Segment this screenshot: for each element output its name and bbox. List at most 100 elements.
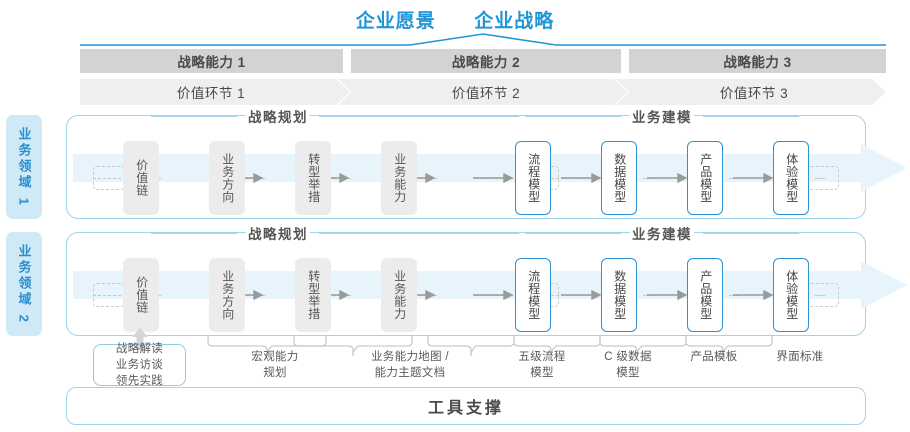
node-business-capability[interactable]: 业务能力 xyxy=(381,141,417,215)
section-line-left xyxy=(525,115,621,117)
footnote-product-template: 产品模板 xyxy=(664,350,764,366)
node-experience-model-label: 体验模型 xyxy=(784,270,799,320)
node-business-capability-label: 业务能力 xyxy=(392,270,407,320)
sidebar-tab-domain-1[interactable]: 业务领域 1 xyxy=(6,115,42,219)
flow-ghost-box-start xyxy=(93,283,125,307)
section-line-left xyxy=(525,232,621,234)
node-transformation-initiative-label: 转型举措 xyxy=(306,153,321,203)
footnote-brackets xyxy=(207,336,773,357)
section-line-left xyxy=(151,232,237,234)
node-business-capability[interactable]: 业务能力 xyxy=(381,258,417,332)
footnote-ui-standard: 界面标准 xyxy=(750,350,850,366)
node-business-direction[interactable]: 业务方向 xyxy=(209,141,245,215)
footnote-capability-map-doc: 业务能力地图 /能力主题文档 xyxy=(340,350,480,381)
flow-dashed-line-8 xyxy=(815,295,825,296)
node-data-model[interactable]: 数据模型 xyxy=(601,141,637,215)
capability-bar-1[interactable]: 战略能力 1 xyxy=(80,49,343,73)
footnote-five-level-process-model: 五级流程模型 xyxy=(492,350,592,381)
node-value-chain[interactable]: 价值链 xyxy=(123,141,159,215)
sidebar-tab-domain-1-label: 业务领域 1 xyxy=(16,126,32,208)
node-data-model-label: 数据模型 xyxy=(612,153,627,203)
footnote-product-template-label: 产品模板 xyxy=(690,351,738,363)
value-chain-band: 价值环节 1 价值环节 2 价值环节 3 xyxy=(80,79,886,105)
node-experience-model[interactable]: 体验模型 xyxy=(773,141,809,215)
top-titles: 企业愿景 企业战略 xyxy=(0,6,910,33)
node-process-model-label: 流程模型 xyxy=(526,270,541,320)
enterprise-strategy-title: 企业战略 xyxy=(474,11,555,32)
node-data-model-label: 数据模型 xyxy=(612,270,627,320)
node-process-model[interactable]: 流程模型 xyxy=(515,258,551,332)
value-chain-up-arrow xyxy=(132,328,148,350)
flow-arrow-4 xyxy=(473,173,513,183)
node-process-model-label: 流程模型 xyxy=(526,153,541,203)
section-modeling-label: 业务建模 xyxy=(630,106,694,126)
footnote-capability-map-doc-label: 业务能力地图 /能力主题文档 xyxy=(371,351,449,379)
capability-bar-2[interactable]: 战略能力 2 xyxy=(351,49,621,73)
node-business-direction-label: 业务方向 xyxy=(220,153,235,203)
footnote-box-strategy-inputs[interactable]: 战略解读业务访谈领先实践 xyxy=(93,342,186,388)
value-chain-background xyxy=(80,79,886,105)
capability-bar-3-label: 战略能力 3 xyxy=(723,55,792,70)
node-product-model[interactable]: 产品模型 xyxy=(687,141,723,215)
node-process-model[interactable]: 流程模型 xyxy=(515,141,551,215)
flow-ghost-box-end xyxy=(807,283,839,307)
node-value-chain-label: 价值链 xyxy=(134,159,149,197)
node-product-model[interactable]: 产品模型 xyxy=(687,258,723,332)
enterprise-vision-title: 企业愿景 xyxy=(355,11,436,32)
node-experience-model[interactable]: 体验模型 xyxy=(773,258,809,332)
node-transformation-initiative-label: 转型举措 xyxy=(306,270,321,320)
footnote-box-strategy-inputs-label: 战略解读业务访谈领先实践 xyxy=(115,342,164,388)
section-planning-label: 战略规划 xyxy=(246,223,310,243)
flow-ghost-box-start xyxy=(93,166,125,190)
footnote-macro-capability-planning-label: 宏观能力规划 xyxy=(251,351,299,379)
section-line-right xyxy=(319,115,519,117)
flow-arrow-5 xyxy=(561,173,601,183)
value-chain-segment-2[interactable]: 价值环节 2 xyxy=(352,79,620,105)
strategic-capability-bars: 战略能力 1 战略能力 2 战略能力 3 xyxy=(80,49,886,73)
section-line-right xyxy=(319,232,519,234)
value-chain-segment-1-label: 价值环节 1 xyxy=(176,86,246,101)
footnote-c-level-data-model: C 级数据模型 xyxy=(578,350,678,381)
node-experience-model-label: 体验模型 xyxy=(784,153,799,203)
sidebar-tab-domain-2-label: 业务领域 2 xyxy=(16,243,32,325)
domain-row-2: 战略规划 业务建模 价值链 业务方向 转型举措 xyxy=(66,223,866,336)
node-value-chain-label: 价值链 xyxy=(134,276,149,314)
section-line-right xyxy=(703,115,799,117)
flow-dashed-line-8 xyxy=(815,178,825,179)
flow-ghost-box-end xyxy=(807,166,839,190)
node-value-chain[interactable]: 价值链 xyxy=(123,258,159,332)
node-business-direction-label: 业务方向 xyxy=(220,270,235,320)
footnote-five-level-process-model-label: 五级流程模型 xyxy=(518,351,566,379)
node-business-direction[interactable]: 业务方向 xyxy=(209,258,245,332)
node-transformation-initiative[interactable]: 转型举措 xyxy=(295,258,331,332)
node-product-model-label: 产品模型 xyxy=(698,270,713,320)
node-transformation-initiative[interactable]: 转型举措 xyxy=(295,141,331,215)
value-chain-segment-3-label: 价值环节 3 xyxy=(719,86,789,101)
value-chain-segment-3[interactable]: 价值环节 3 xyxy=(630,79,878,105)
section-line-right xyxy=(703,232,799,234)
flow-arrow-6 xyxy=(647,173,687,183)
section-line-left xyxy=(151,115,237,117)
footnote-macro-capability-planning: 宏观能力规划 xyxy=(215,350,335,381)
value-chain-segment-2-label: 价值环节 2 xyxy=(451,86,521,101)
footnote-ui-standard-label: 界面标准 xyxy=(776,351,824,363)
capability-bar-1-label: 战略能力 1 xyxy=(177,55,246,70)
footnote-c-level-data-model-label: C 级数据模型 xyxy=(604,351,652,379)
sidebar-tab-domain-2[interactable]: 业务领域 2 xyxy=(6,232,42,336)
flow-arrow-4 xyxy=(473,290,513,300)
node-product-model-label: 产品模型 xyxy=(698,153,713,203)
node-data-model[interactable]: 数据模型 xyxy=(601,258,637,332)
tool-support-panel: 工具支撑 xyxy=(66,387,866,425)
section-modeling-label: 业务建模 xyxy=(630,223,694,243)
capability-bar-3[interactable]: 战略能力 3 xyxy=(629,49,886,73)
domain-row-2-section-planning: 战略规划 xyxy=(151,223,519,243)
node-business-capability-label: 业务能力 xyxy=(392,153,407,203)
title-connector-line xyxy=(80,33,886,46)
domain-row-1-section-planning: 战略规划 xyxy=(151,106,519,126)
flow-arrow-7 xyxy=(733,290,773,300)
domain-row-1: 战略规划 业务建模 价值链 业务方向 xyxy=(66,106,866,219)
flow-arrow-5 xyxy=(561,290,601,300)
flow-arrow-7 xyxy=(733,173,773,183)
value-chain-segment-1[interactable]: 价值环节 1 xyxy=(80,79,342,105)
